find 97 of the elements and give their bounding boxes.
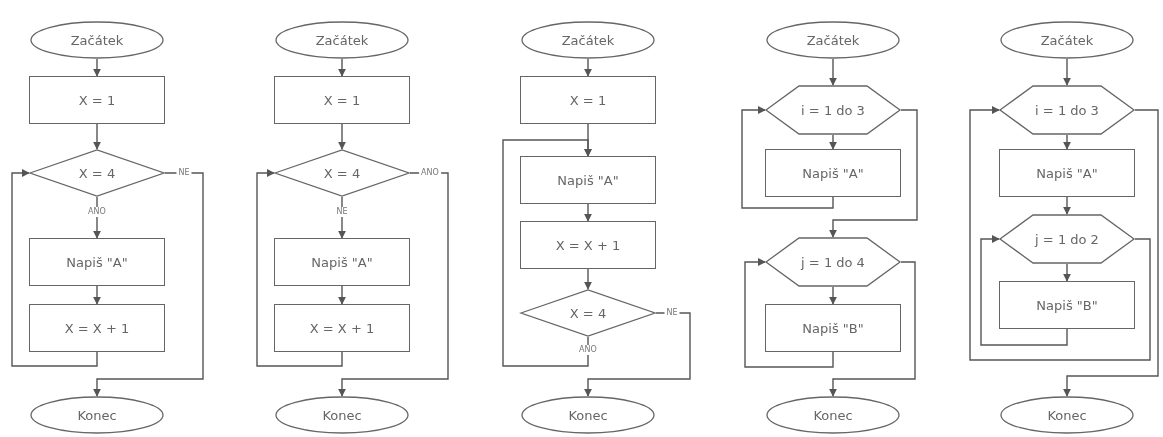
edge-label: NE	[176, 168, 192, 178]
arrow	[584, 58, 592, 77]
loop-hexagon	[765, 237, 901, 287]
process-box	[274, 76, 410, 124]
arrow	[256, 169, 343, 367]
arrow	[338, 285, 346, 305]
node-label: Konec	[813, 407, 853, 423]
edge-label: ANO	[86, 207, 108, 217]
node-label: Začátek	[561, 32, 615, 48]
process-box	[765, 304, 901, 352]
arrow	[584, 312, 691, 397]
arrow	[1063, 109, 1159, 397]
arrow	[744, 258, 834, 368]
node-label: j = 1 do 4	[801, 254, 865, 270]
arrow	[93, 58, 101, 77]
decision-diamond	[29, 149, 165, 197]
process-box	[29, 238, 165, 286]
node-label: Napiš "A"	[311, 254, 373, 270]
node-label: Konec	[322, 407, 362, 423]
terminal-ellipse	[275, 396, 409, 434]
node-label: Konec	[1047, 407, 1087, 423]
node-label: X = X + 1	[309, 320, 375, 336]
terminal-ellipse	[521, 396, 655, 434]
node-label: Napiš "A"	[1036, 165, 1098, 181]
arrow	[93, 196, 101, 239]
terminal-ellipse	[521, 21, 655, 59]
arrow	[338, 196, 346, 239]
arrow	[829, 58, 837, 86]
terminal-ellipse	[766, 21, 900, 59]
arrow	[980, 235, 1068, 346]
node-label: X = 4	[323, 165, 361, 181]
decision-diamond	[520, 289, 656, 337]
node-label: X = 1	[78, 92, 116, 108]
terminal-ellipse	[30, 396, 164, 434]
node-label: Napiš "A"	[802, 165, 864, 181]
process-box	[274, 304, 410, 352]
arrow	[829, 134, 837, 150]
loop-hexagon	[999, 214, 1135, 264]
arrow	[1063, 134, 1071, 150]
terminal-ellipse	[275, 21, 409, 59]
terminal-ellipse	[766, 396, 900, 434]
arrow	[829, 261, 916, 397]
node-label: Napiš "A"	[66, 254, 128, 270]
node-label: X = 1	[323, 92, 361, 108]
arrow	[338, 123, 346, 150]
node-label: Napiš "B"	[1036, 297, 1098, 313]
node-label: Napiš "B"	[802, 320, 864, 336]
node-label: Začátek	[315, 32, 369, 48]
node-label: i = 1 do 3	[801, 102, 865, 118]
process-box	[520, 156, 656, 204]
process-box	[274, 238, 410, 286]
node-label: X = 1	[569, 92, 607, 108]
arrow	[584, 268, 592, 290]
terminal-ellipse	[1000, 21, 1134, 59]
process-box	[520, 76, 656, 124]
decision-diamond	[274, 149, 410, 197]
terminal-ellipse	[30, 21, 164, 59]
arrow	[1063, 58, 1071, 86]
arrow	[93, 285, 101, 305]
arrow	[741, 106, 834, 209]
arrow	[969, 106, 1151, 361]
process-box	[520, 221, 656, 269]
arrow	[829, 109, 918, 238]
arrow	[338, 58, 346, 77]
terminal-ellipse	[1000, 396, 1134, 434]
edge-label: ANO	[577, 345, 599, 355]
node-label: X = 4	[78, 165, 116, 181]
arrow	[502, 139, 592, 367]
node-label: Konec	[568, 407, 608, 423]
node-label: i = 1 do 3	[1035, 102, 1099, 118]
loop-hexagon	[765, 85, 901, 135]
node-label: Konec	[77, 407, 117, 423]
node-label: X = X + 1	[555, 237, 621, 253]
arrow	[11, 169, 98, 367]
node-label: Začátek	[70, 32, 124, 48]
edge-label: ANO	[419, 168, 441, 178]
node-label: Napiš "A"	[557, 172, 619, 188]
edge-label: NE	[664, 308, 680, 318]
edge-label: NE	[334, 207, 350, 217]
arrow	[829, 286, 837, 305]
arrow	[93, 123, 101, 150]
arrow	[1063, 263, 1071, 282]
arrow	[93, 172, 204, 397]
process-box	[765, 149, 901, 197]
node-label: Začátek	[806, 32, 860, 48]
process-box	[999, 281, 1135, 329]
arrow	[584, 203, 592, 222]
node-label: j = 1 do 2	[1035, 231, 1099, 247]
arrow	[1063, 196, 1071, 215]
process-box	[999, 149, 1135, 197]
loop-hexagon	[999, 85, 1135, 135]
process-box	[29, 76, 165, 124]
node-label: Začátek	[1040, 32, 1094, 48]
process-box	[29, 304, 165, 352]
arrow	[338, 172, 449, 397]
node-label: X = 4	[569, 305, 607, 321]
node-label: X = X + 1	[64, 320, 130, 336]
